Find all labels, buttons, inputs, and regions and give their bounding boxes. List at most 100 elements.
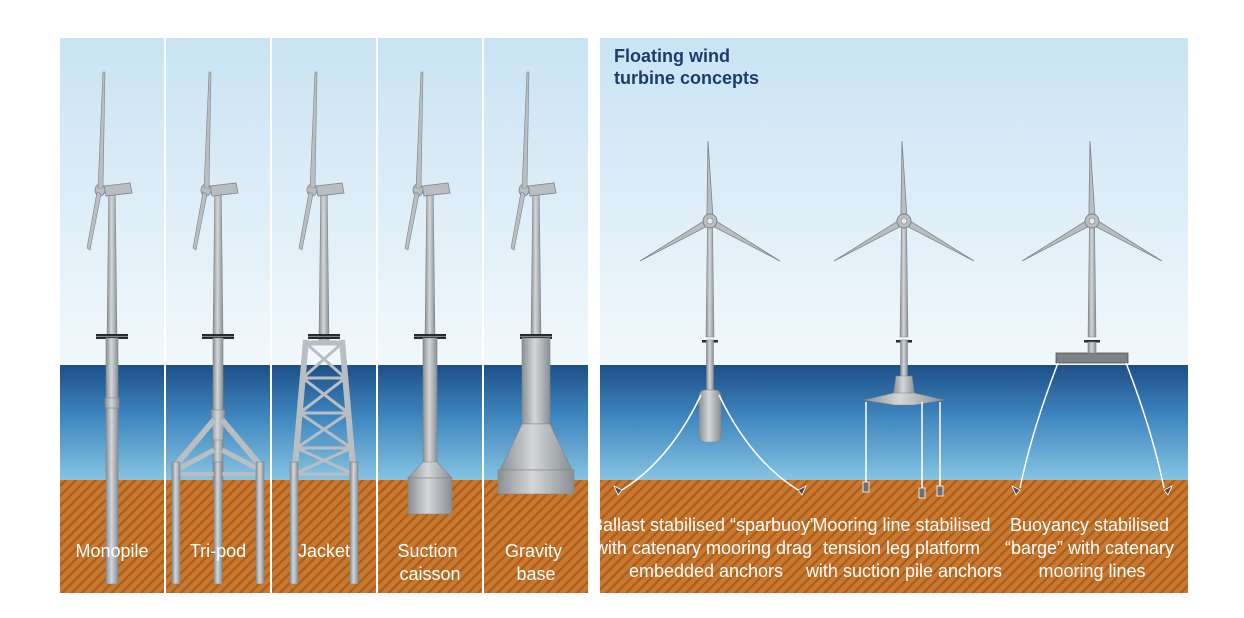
- tlp-neck: [900, 339, 908, 379]
- barge-icon: [1011, 341, 1173, 496]
- panel-tripod: [166, 38, 270, 593]
- gravity-base-slab: [497, 469, 575, 495]
- barge-mooring-right: [1125, 362, 1165, 489]
- label-barge-line-2: “barge” with catenary: [1005, 538, 1174, 558]
- suction-caisson-icon: [407, 337, 453, 515]
- floating-title: Floating wind turbine concepts: [614, 46, 759, 88]
- jacket-blade-up: [309, 71, 318, 189]
- spar-mooring-left: [621, 394, 702, 491]
- monopile-nacelle: [103, 182, 133, 197]
- tlp-suction-pile-1: [862, 481, 870, 493]
- suction-caisson-blade-up: [415, 71, 424, 189]
- monopile-blade-up: [97, 71, 106, 189]
- tripod-pile-3: [255, 461, 265, 585]
- jacket-turbine-icon: [298, 71, 345, 341]
- spar-mooring-right: [718, 394, 799, 491]
- barge-flange: [1084, 340, 1100, 343]
- barge-hub-cap: [1088, 217, 1096, 225]
- label-jacket: Jacket: [298, 541, 350, 561]
- floating-title-line-2: turbine concepts: [614, 68, 759, 88]
- label-tension-leg-line-2: tension leg platform: [823, 538, 980, 558]
- label-gravity-base-line-1: Gravity: [505, 541, 562, 561]
- spar-neck: [706, 339, 714, 393]
- tripod-lower-right: [220, 447, 262, 473]
- spar-hull: [698, 389, 722, 443]
- gravity-base-blade-down: [510, 191, 526, 251]
- label-monopile-line-1: Monopile: [75, 541, 148, 561]
- caisson-column: [422, 337, 438, 465]
- label-tension-leg-line-1: Mooring line stabilised: [812, 515, 990, 535]
- suction-caisson-tower: [424, 189, 436, 341]
- jacket-brace-a-1: [301, 376, 350, 415]
- label-barge-line-1: Buoyancy stabilised: [1010, 515, 1169, 535]
- label-suction-caisson-line-2: caisson: [399, 564, 460, 584]
- label-sparbuoy: Ballast stabilised “sparbuoy” with caten…: [591, 515, 821, 581]
- barge-tower-base: [1087, 341, 1097, 354]
- label-monopile: Monopile: [75, 541, 148, 561]
- label-suction-caisson-line-1: Suction: [397, 541, 457, 561]
- jacket-nacelle: [315, 182, 345, 197]
- suction-caisson-blade-down: [404, 191, 420, 251]
- gravity-base-nacelle: [527, 182, 557, 197]
- label-gravity-base: Gravity base: [505, 541, 567, 584]
- tlp-hub-cap: [900, 217, 908, 225]
- gravity-base-turbine-icon: [510, 71, 557, 341]
- label-tripod-line-1: Tri-pod: [190, 541, 246, 561]
- suction-caisson-nacelle: [421, 182, 451, 197]
- jacket-brace-b-3: [293, 446, 353, 476]
- spar-anchor-left: [613, 485, 623, 496]
- label-tension-leg-line-3: with suction pile anchors: [805, 561, 1002, 581]
- sparbuoy-hub-cap: [706, 217, 714, 225]
- label-tension-leg: Mooring line stabilised tension leg plat…: [805, 515, 1002, 581]
- panel-jacket-sea: [272, 365, 376, 480]
- label-suction-caisson: Suction caisson: [397, 541, 462, 584]
- panel-gravity-base: [484, 38, 588, 593]
- tripod-nacelle: [209, 182, 239, 197]
- floating-title-line-1: Floating wind: [614, 46, 730, 66]
- sparbuoy-tower: [705, 220, 715, 338]
- tripod-tower: [212, 189, 224, 341]
- jacket-tower: [318, 189, 330, 341]
- label-jacket-line-1: Jacket: [298, 541, 350, 561]
- barge-tower: [1087, 220, 1097, 338]
- tripod-icon: [171, 337, 265, 585]
- gravity-base-tower: [530, 189, 542, 341]
- barge-turbine-icon: [1021, 140, 1163, 343]
- barge-hull: [1055, 352, 1129, 364]
- jacket-brace-a-2: [298, 411, 353, 450]
- label-sparbuoy-line-2: with catenary mooring drag: [594, 538, 812, 558]
- jacket-leg-right: [339, 339, 357, 479]
- jacket-leg-left: [291, 339, 309, 479]
- gravity-base-blade-up: [521, 71, 530, 189]
- floating-seabed: [600, 480, 1188, 593]
- panel-suction-caisson: [378, 38, 482, 593]
- jacket-pile-right: [349, 461, 359, 585]
- monopile-tower: [106, 189, 118, 341]
- tripod-cone: [210, 409, 226, 441]
- jacket-brace-b-0: [301, 341, 344, 380]
- jacket-brace-b-2: [295, 411, 350, 450]
- tripod-pile-2: [213, 461, 223, 585]
- tripod-lower-left: [174, 447, 216, 473]
- jacket-blade-down: [298, 191, 314, 251]
- panel-jacket-seabed: [272, 480, 376, 593]
- panel-monopile: [60, 38, 164, 593]
- jacket-pile-left: [289, 461, 299, 585]
- jacket-icon: [289, 339, 359, 585]
- tripod-blade-up: [203, 71, 212, 189]
- spar-buoy-icon: [613, 339, 807, 496]
- barge-anchor-right: [1163, 485, 1173, 496]
- panel-gravity-base-seabed: [484, 480, 588, 593]
- tripod-pile-1: [171, 461, 181, 585]
- floating-concepts-panel: [600, 38, 1188, 593]
- tlp-suction-pile-2: [918, 487, 926, 499]
- caisson-bucket: [407, 477, 453, 515]
- gravity-base-icon: [497, 337, 575, 495]
- tension-leg-platform-icon: [862, 339, 945, 499]
- label-barge-line-3: mooring lines: [1038, 561, 1145, 581]
- label-sparbuoy-line-3: embedded anchors: [629, 561, 783, 581]
- panel-jacket: [272, 38, 376, 593]
- tripod-blade-down: [192, 191, 208, 251]
- floating-sea: [600, 365, 1188, 480]
- tripod-brace-left: [173, 418, 217, 467]
